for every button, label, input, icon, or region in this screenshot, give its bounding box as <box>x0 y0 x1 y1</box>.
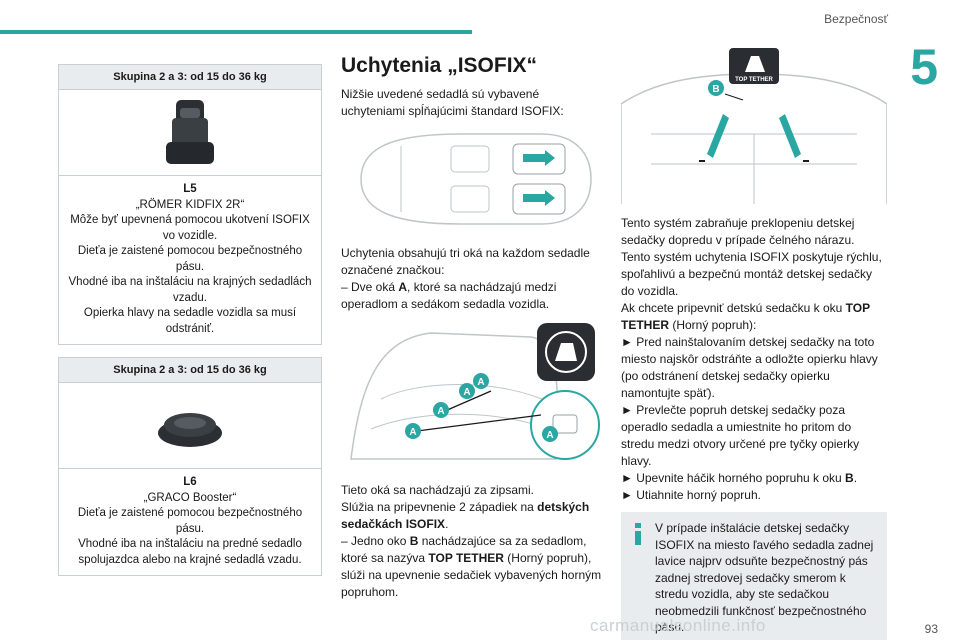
seat-line: Dieťa je zaistené pomocou bezpečnostného… <box>77 507 303 535</box>
booster-seat-image <box>59 383 321 469</box>
seat-line: Dieťa je zaistené pomocou bezpečnostného… <box>77 245 303 273</box>
kidfix-seat-icon <box>166 99 214 164</box>
seat-code: L6 <box>183 476 197 488</box>
isofix-intro: Nižšie uvedené sedadlá sú vybavené uchyt… <box>341 87 564 118</box>
chapter-number: 5 <box>910 39 938 95</box>
arrow-left <box>707 114 729 158</box>
car-topview-figure <box>341 126 603 237</box>
seat-line: „RÖMER KIDFIX 2R“ <box>135 198 245 211</box>
seat-box-description: L5 „RÖMER KIDFIX 2R“ Môže byť upevnená p… <box>59 176 321 344</box>
tether-step: ► Utiahnite horný popruh. <box>621 488 761 502</box>
label-a: A <box>546 430 553 441</box>
seat-box-heading: Skupina 2 a 3: od 15 do 36 kg <box>59 65 321 90</box>
zip-paragraph: Tieto oká sa nachádzajú za zipsami. Slúž… <box>341 482 603 601</box>
page-number: 93 <box>924 622 938 636</box>
info-icon <box>635 523 641 545</box>
ring-label-a: A <box>398 280 408 294</box>
label-a: A <box>409 427 416 438</box>
tether-p1: Tento systém zabraňuje preklopeniu detsk… <box>621 216 855 247</box>
seat-line: Vhodné iba na inštaláciu na krajných sed… <box>68 276 312 304</box>
top-tether-bold: TOP TETHER <box>621 301 870 332</box>
tether-step: ► Upevnite háčik horného popruhu k oku B… <box>621 470 887 487</box>
ring-label-b: B <box>409 534 419 548</box>
top-tether-figure: TOP TETHER B <box>620 44 888 209</box>
arrow-right <box>779 114 801 158</box>
top-tether-bold: TOP TETHER <box>428 551 504 565</box>
b-text: nachádzajúce sa za sedadlom, ktoré sa na… <box>341 534 587 565</box>
ring-label-b: B <box>845 471 854 485</box>
tether-text: Ak chcete pripevniť detskú sedačku k oku <box>621 301 846 315</box>
seat-line: „GRACO Booster“ <box>143 491 237 504</box>
rear-seat-figure: A A A A A <box>341 319 603 474</box>
child-seat-image <box>59 90 321 176</box>
rear-seat-illustration: A A A A A <box>350 323 600 460</box>
isofix-title: Uchytenia „ISOFIX“ <box>341 54 538 77</box>
tether-step: ► Pred nainštalovaním detskej sedačky na… <box>621 335 878 400</box>
tether-text: (Horný popruh): <box>669 318 757 332</box>
zip-text: Slúžia na pripevnenie 2 západiek na <box>341 500 538 514</box>
seat-box-heading: Skupina 2 a 3: od 15 do 36 kg <box>59 358 321 383</box>
tether-text: . <box>853 471 858 485</box>
b-text: – Jedno oko <box>341 534 410 548</box>
b-text: (Horný popruh), slúži na upevnenie sedač… <box>341 551 602 599</box>
top-tether-illustration: TOP TETHER B <box>620 48 888 204</box>
info-note: V prípade inštalácie detskej sedačky ISO… <box>621 512 887 640</box>
booster-seat-icon <box>158 412 222 447</box>
label-a: A <box>463 387 470 398</box>
seat-code: L5 <box>183 183 197 195</box>
label-b: B <box>712 84 719 95</box>
seat-line: Opierka hlavy na sedadle vozidla sa musí… <box>83 307 297 335</box>
rings-text: – Dve oká <box>341 280 399 294</box>
tether-p2: Tento systém uchytenia ISOFIX poskytuje … <box>621 250 882 298</box>
isofix-column: Uchytenia „ISOFIX“ Nižšie uvedené sedadl… <box>341 54 603 601</box>
rings-paragraph: Uchytenia obsahujú tri oká na každom sed… <box>341 245 603 313</box>
tether-text: ► Upevnite háčik horného popruhu k oku <box>621 471 846 485</box>
label-b-marker <box>708 80 724 96</box>
seat-box-l6: Skupina 2 a 3: od 15 do 36 kg L6 „GRACO … <box>58 357 322 576</box>
header-accent-bar <box>0 30 472 34</box>
zip-text: Tieto oká sa nachádzajú za zipsami. <box>341 483 534 497</box>
tether-step: ► Prevlečte popruh detskej sedačky poza … <box>621 403 860 468</box>
zoom-circle <box>530 390 600 460</box>
zip-bold: detských sedačkách ISOFIX <box>341 500 590 531</box>
rings-text: , ktoré sa nachádzajú medzi operadlom a … <box>341 280 557 311</box>
car-topview-illustration <box>360 133 592 225</box>
label-a: A <box>477 377 484 388</box>
zip-text: . <box>445 517 449 531</box>
watermark: carmanualsonline.info <box>590 616 766 635</box>
seat-line: Vhodné iba na inštaláciu na predné sedad… <box>78 538 302 566</box>
rings-text: Uchytenia obsahujú tri oká na každom sed… <box>341 246 590 277</box>
label-a-markers: A A A A A <box>405 373 558 442</box>
seat-box-l5: Skupina 2 a 3: od 15 do 36 kg L5 „RÖMER … <box>58 64 322 345</box>
seat-box-description: L6 „GRACO Booster“ Dieťa je zaistené pom… <box>59 469 321 575</box>
top-tether-label: TOP TETHER <box>735 77 773 83</box>
tether-p3: Ak chcete pripevniť detskú sedačku k oku… <box>621 300 887 334</box>
seat-line: Môže byť upevnená pomocou ukotvení ISOFI… <box>70 214 310 242</box>
label-a: A <box>437 406 444 417</box>
section-title: Bezpečnosť <box>824 12 888 26</box>
seat-boxes-column: Skupina 2 a 3: od 15 do 36 kg L5 „RÖMER … <box>58 64 322 576</box>
top-tether-column: TOP TETHER B Tento systém zabraňuje prek… <box>620 44 888 640</box>
info-text: V prípade inštalácie detskej sedačky ISO… <box>655 521 874 634</box>
